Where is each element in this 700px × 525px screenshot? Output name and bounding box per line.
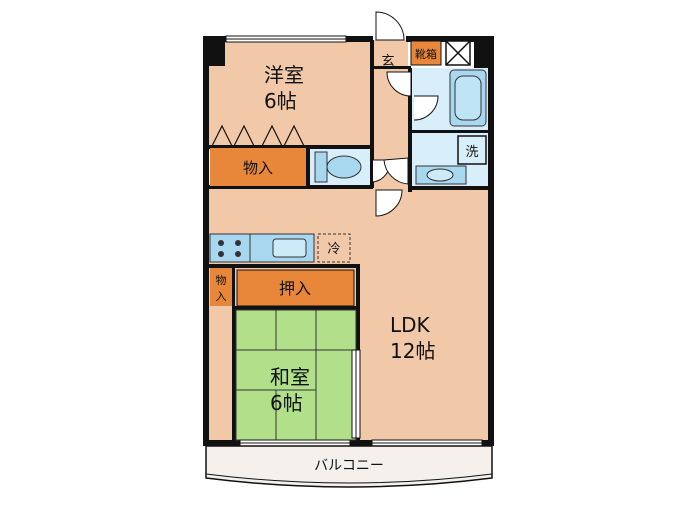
washing-machine-icon — [457, 135, 487, 165]
wall-bath-wash — [411, 130, 490, 133]
closet-top — [210, 148, 306, 186]
shoe-box — [410, 40, 442, 66]
entrance-label: 玄 — [381, 54, 394, 69]
wall-closet-divider — [306, 148, 310, 188]
oshiire-label: 押入 — [279, 279, 311, 298]
corner-pillar-left — [203, 36, 225, 66]
wall-japanese-left — [232, 306, 236, 444]
outer-wall-right — [488, 68, 494, 446]
closet-doors — [211, 124, 305, 147]
oshiire — [236, 269, 355, 307]
japanese-room-size: 6帖 — [270, 391, 303, 415]
balcony-rail — [205, 473, 493, 484]
corner-pillar-right — [474, 36, 494, 68]
closet-left-label-1: 物 — [216, 273, 227, 287]
wall-closet-bottom — [208, 185, 373, 189]
ldk-room-name: LDK — [390, 313, 431, 337]
shoe-box-label: 靴箱 — [415, 47, 437, 61]
sliding-door-japanese — [351, 349, 361, 439]
fridge-label: 冷 — [327, 242, 340, 257]
washroom-door — [383, 157, 409, 185]
toilet-icon — [314, 151, 362, 183]
wall-entrance-bottom — [373, 66, 411, 69]
wall-western-bottom — [208, 145, 373, 149]
pipe-space-icon — [445, 40, 471, 66]
balcony-label: バルコニー — [314, 458, 384, 474]
entrance-floor — [373, 40, 408, 68]
closet-left-label-2: 入 — [216, 290, 227, 303]
western-room-size: 6帖 — [264, 89, 297, 113]
bathtub-icon — [449, 69, 487, 127]
wash-basin-icon — [415, 165, 467, 185]
closet-left — [210, 268, 232, 306]
outer-wall-top-right — [406, 36, 494, 42]
tatami-floor — [235, 309, 357, 441]
western-room-floor — [208, 40, 370, 148]
entrance-door — [375, 11, 405, 41]
kitchen-counter — [209, 233, 315, 263]
ldk-door — [375, 189, 403, 217]
western-room-name: 洋室 — [264, 63, 304, 87]
wall-western-right — [370, 40, 374, 188]
wall-kitchen-bottom — [208, 264, 358, 268]
wall-japanese-top — [232, 306, 360, 310]
ldk-room-size: 12帖 — [390, 339, 435, 363]
outer-wall-left — [203, 36, 209, 446]
fridge-space — [317, 233, 351, 263]
hall-door — [386, 71, 412, 97]
bath-door — [413, 95, 439, 121]
laundry-label: 洗 — [465, 145, 478, 160]
wall-hall-right — [408, 68, 412, 192]
wall-wash-bottom — [411, 186, 491, 190]
closet-top-label: 物入 — [243, 159, 273, 177]
wall-closet-left-right — [232, 268, 235, 308]
top-window — [225, 35, 347, 43]
balcony — [205, 445, 493, 488]
japanese-room-name: 和室 — [270, 365, 310, 389]
